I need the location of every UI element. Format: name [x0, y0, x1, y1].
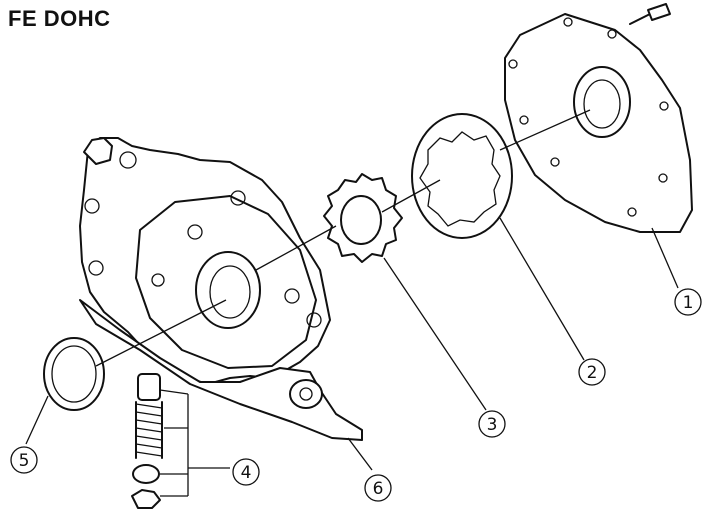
callout-1-label: 1: [683, 293, 694, 313]
callout-6: 6: [364, 474, 392, 502]
callout-3-label: 3: [487, 415, 498, 435]
callout-1: 1: [674, 288, 702, 316]
callout-4: 4: [232, 458, 260, 486]
callout-5-label: 5: [19, 451, 30, 471]
relief-valve-assembly: [131, 373, 163, 509]
outer-rotor: [411, 113, 513, 239]
oil-pump-body: [79, 137, 331, 385]
strainer-flange: [79, 299, 363, 441]
callout-3: 3: [478, 410, 506, 438]
inner-rotor: [323, 173, 403, 263]
callout-2: 2: [578, 358, 606, 386]
callout-4-label: 4: [241, 463, 252, 483]
callout-2-label: 2: [587, 363, 598, 383]
diagram-title: FE DOHC: [8, 6, 111, 31]
oil-seal: [43, 337, 105, 411]
callout-6-label: 6: [373, 479, 384, 499]
assembly-axis: [95, 109, 591, 367]
leader-lines: [25, 217, 679, 497]
callout-5: 5: [10, 446, 38, 474]
cover-screw: [629, 3, 671, 25]
pump-cover-plate: [504, 13, 693, 233]
